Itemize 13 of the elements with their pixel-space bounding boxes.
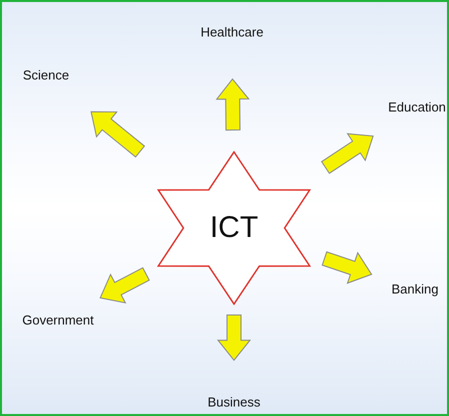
block-arrow (322, 251, 372, 284)
topic-label: Government (22, 312, 94, 328)
block-arrow (216, 78, 250, 131)
block-arrow (320, 133, 374, 174)
topic-label: Business (208, 394, 260, 410)
block-arrow (100, 267, 150, 304)
topic-label: Banking (392, 282, 438, 296)
topic-label: Science (22, 68, 70, 82)
topic-label: Education (388, 100, 446, 114)
block-arrow (216, 314, 252, 362)
topic-label: Healthcare (200, 24, 264, 40)
block-arrow (90, 111, 146, 158)
node-label: ICT (210, 211, 258, 245)
